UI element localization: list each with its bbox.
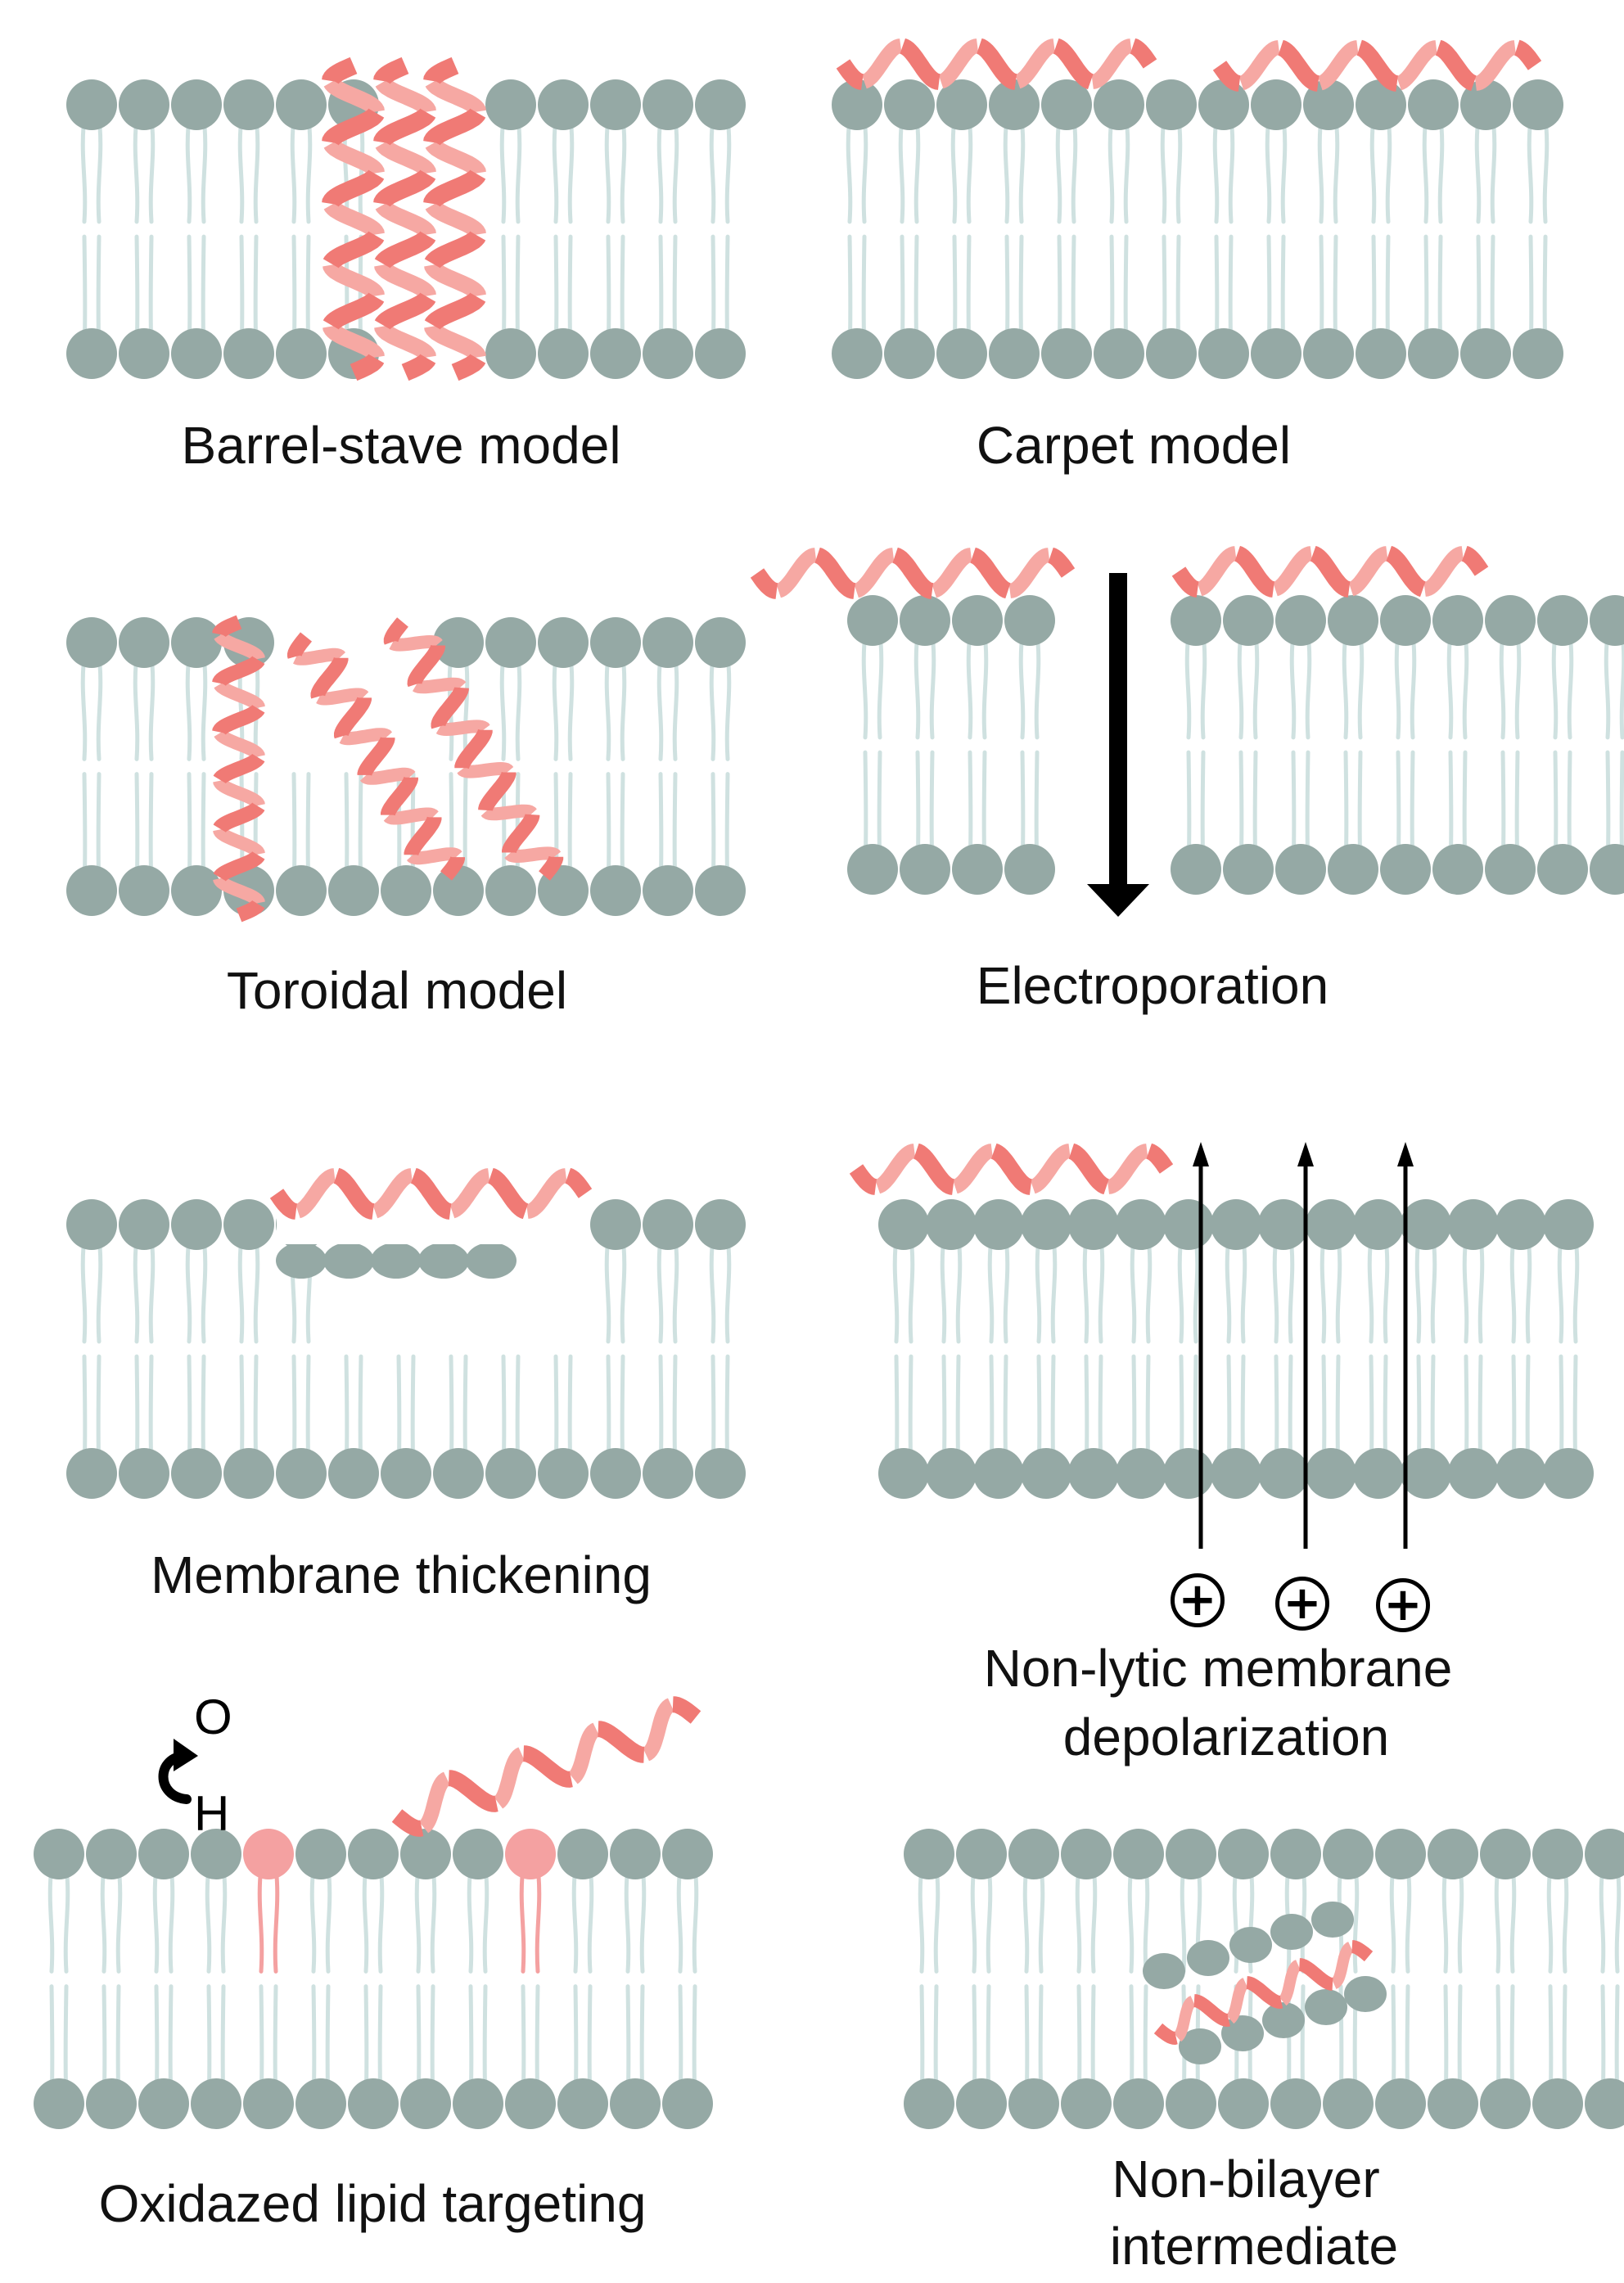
helix-electro-2 (1171, 545, 1489, 598)
positive-charge-2: + (1275, 1577, 1329, 1631)
label-barrel-stave: Barrel-stave model (181, 416, 621, 475)
helix-barrel-2 (373, 56, 436, 381)
helix-toroidal-3 (383, 617, 564, 881)
label-toroidal: Toroidal model (226, 961, 568, 1020)
membrane-nonbilayer (904, 1829, 1624, 2129)
membrane-barrel-stave (66, 79, 746, 379)
helix-toroidal-1 (212, 615, 265, 923)
electric-field-arrow (1087, 573, 1149, 917)
membrane-depolarization (878, 1199, 1594, 1499)
helix-nonbilayer (1153, 1940, 1374, 2045)
label-depolarization-line2: depolarization (1062, 1708, 1390, 1766)
inverted-micelle-lipids (1143, 1902, 1387, 2064)
helix-carpet-1 (836, 38, 1157, 90)
label-membrane-thickening: Membrane thickening (151, 1545, 652, 1604)
membrane-oxidized (34, 1829, 713, 2129)
label-nonbilayer-line1: Non-bilayer (1112, 2150, 1380, 2209)
positive-charge-3: + (1376, 1578, 1430, 1632)
helix-electro-1 (750, 547, 1076, 599)
label-depolarization-line1: Non-lytic membrane (983, 1639, 1453, 1698)
helix-barrel-3 (423, 56, 486, 381)
field-arrow-1 (1193, 1142, 1209, 1549)
helix-barrel-1 (322, 56, 385, 381)
label-carpet: Carpet model (976, 416, 1292, 475)
label-nonbilayer-line2: intermediate (1109, 2217, 1399, 2276)
field-arrow-2 (1297, 1142, 1314, 1549)
membrane-electroporation-right (1171, 595, 1624, 895)
helix-oxidized (391, 1696, 701, 1837)
helix-carpet-2 (1212, 39, 1542, 92)
membrane-thickening (66, 1199, 746, 1499)
redox-arrow-icon (158, 1739, 198, 1804)
membrane-toroidal (66, 617, 746, 916)
oxygen-label: O (194, 1690, 232, 1744)
helix-toroidal-2 (287, 632, 465, 881)
hydrogen-label: H (194, 1786, 230, 1841)
label-electroporation: Electroporation (976, 956, 1329, 1015)
membrane-electroporation-left (847, 595, 1055, 895)
label-oxidized-lipid: Oxidazed lipid targeting (98, 2174, 647, 2233)
oxidized-lipid-head (505, 1829, 556, 1879)
helix-depolarization (849, 1143, 1174, 1195)
membrane-carpet (832, 79, 1563, 379)
oxidized-lipid-head (243, 1829, 294, 1879)
displaced-lipid-heads (276, 1197, 539, 1279)
helix-thickening (269, 1167, 593, 1220)
positive-charge-1: + (1171, 1573, 1225, 1627)
field-arrow-3 (1397, 1142, 1414, 1549)
